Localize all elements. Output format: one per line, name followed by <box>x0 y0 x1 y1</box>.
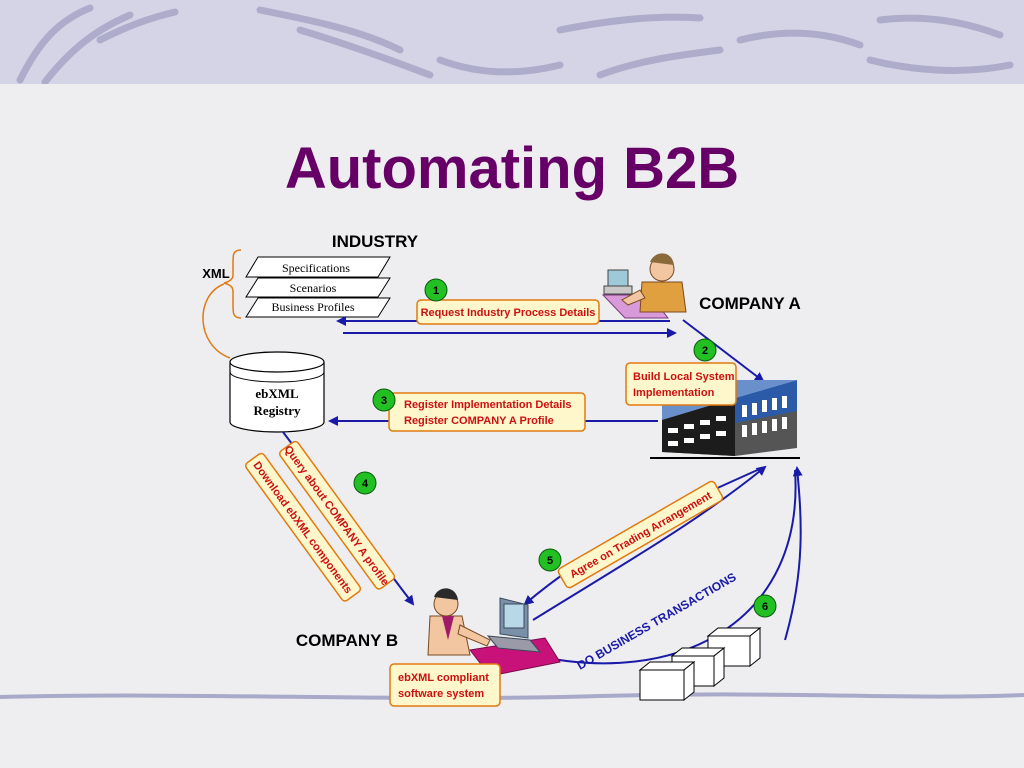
step-number: 3 <box>381 395 387 407</box>
document-scenarios <box>245 277 391 298</box>
step-number: 4 <box>362 478 369 490</box>
xml-brace <box>223 249 242 319</box>
document-label: Specifications <box>282 261 350 275</box>
registry-label: ebXML <box>255 386 299 401</box>
step-number: 5 <box>547 555 553 567</box>
arrow-agree-right <box>532 465 767 621</box>
callout-step-5: Agree on Trading Arrangement <box>557 480 724 589</box>
database-cylinder-icon <box>229 351 325 433</box>
header-decoration <box>0 0 1024 86</box>
step-3-text: Register Implementation Details <box>404 399 572 411</box>
step-number: 1 <box>433 285 439 297</box>
step-number: 6 <box>762 601 768 613</box>
step-1-text: Request Industry Process Details <box>421 307 596 319</box>
callout-software-system: ebXML compliant software system <box>389 663 501 707</box>
document-label: Scenarios <box>290 281 337 295</box>
office-building-icon <box>650 380 800 459</box>
person-at-computer-icon <box>601 253 687 319</box>
registry-label: Registry <box>254 403 301 418</box>
slide-title: Automating B2B <box>284 136 740 201</box>
document-label: Business Profiles <box>271 300 354 314</box>
arrow-transactions-up <box>784 466 803 641</box>
document-specifications <box>245 256 391 278</box>
document-business-profiles <box>245 297 391 318</box>
step-circle-3: 3 <box>372 388 396 412</box>
bottom-decoration <box>0 692 1024 700</box>
step-circle-6: 6 <box>753 594 777 618</box>
header-swirls <box>16 4 1014 86</box>
xml-label: XML <box>202 266 230 281</box>
document-stack: Specifications Scenarios Business Profil… <box>245 256 391 318</box>
callout-step-3: Register Implementation Details Register… <box>388 392 586 432</box>
arrow-build <box>682 319 765 383</box>
step-5-text: Agree on Trading Arrangement <box>568 490 714 581</box>
step-circle-5: 5 <box>538 548 562 572</box>
person-at-computer-icon <box>427 588 561 677</box>
step-circle-1: 1 <box>424 278 448 302</box>
company-b-label: COMPANY B <box>296 631 398 650</box>
callout-step-1: Request Industry Process Details <box>416 299 600 325</box>
step-3-text: Register COMPANY A Profile <box>404 415 554 427</box>
company-a-label: COMPANY A <box>699 294 801 313</box>
software-box-text: ebXML compliant <box>398 672 489 684</box>
step-2-text: Implementation <box>633 387 715 399</box>
industry-label: INDUSTRY <box>332 232 419 251</box>
callout-step-2: Build Local System Implementation <box>625 362 737 406</box>
server-boxes-icon <box>638 626 762 702</box>
xml-to-registry-connector <box>202 283 231 359</box>
step-number: 2 <box>702 345 708 357</box>
software-box-text: software system <box>398 688 484 700</box>
step-2-text: Build Local System <box>633 371 735 383</box>
step-circle-4: 4 <box>353 471 377 495</box>
step-circle-2: 2 <box>693 338 717 362</box>
